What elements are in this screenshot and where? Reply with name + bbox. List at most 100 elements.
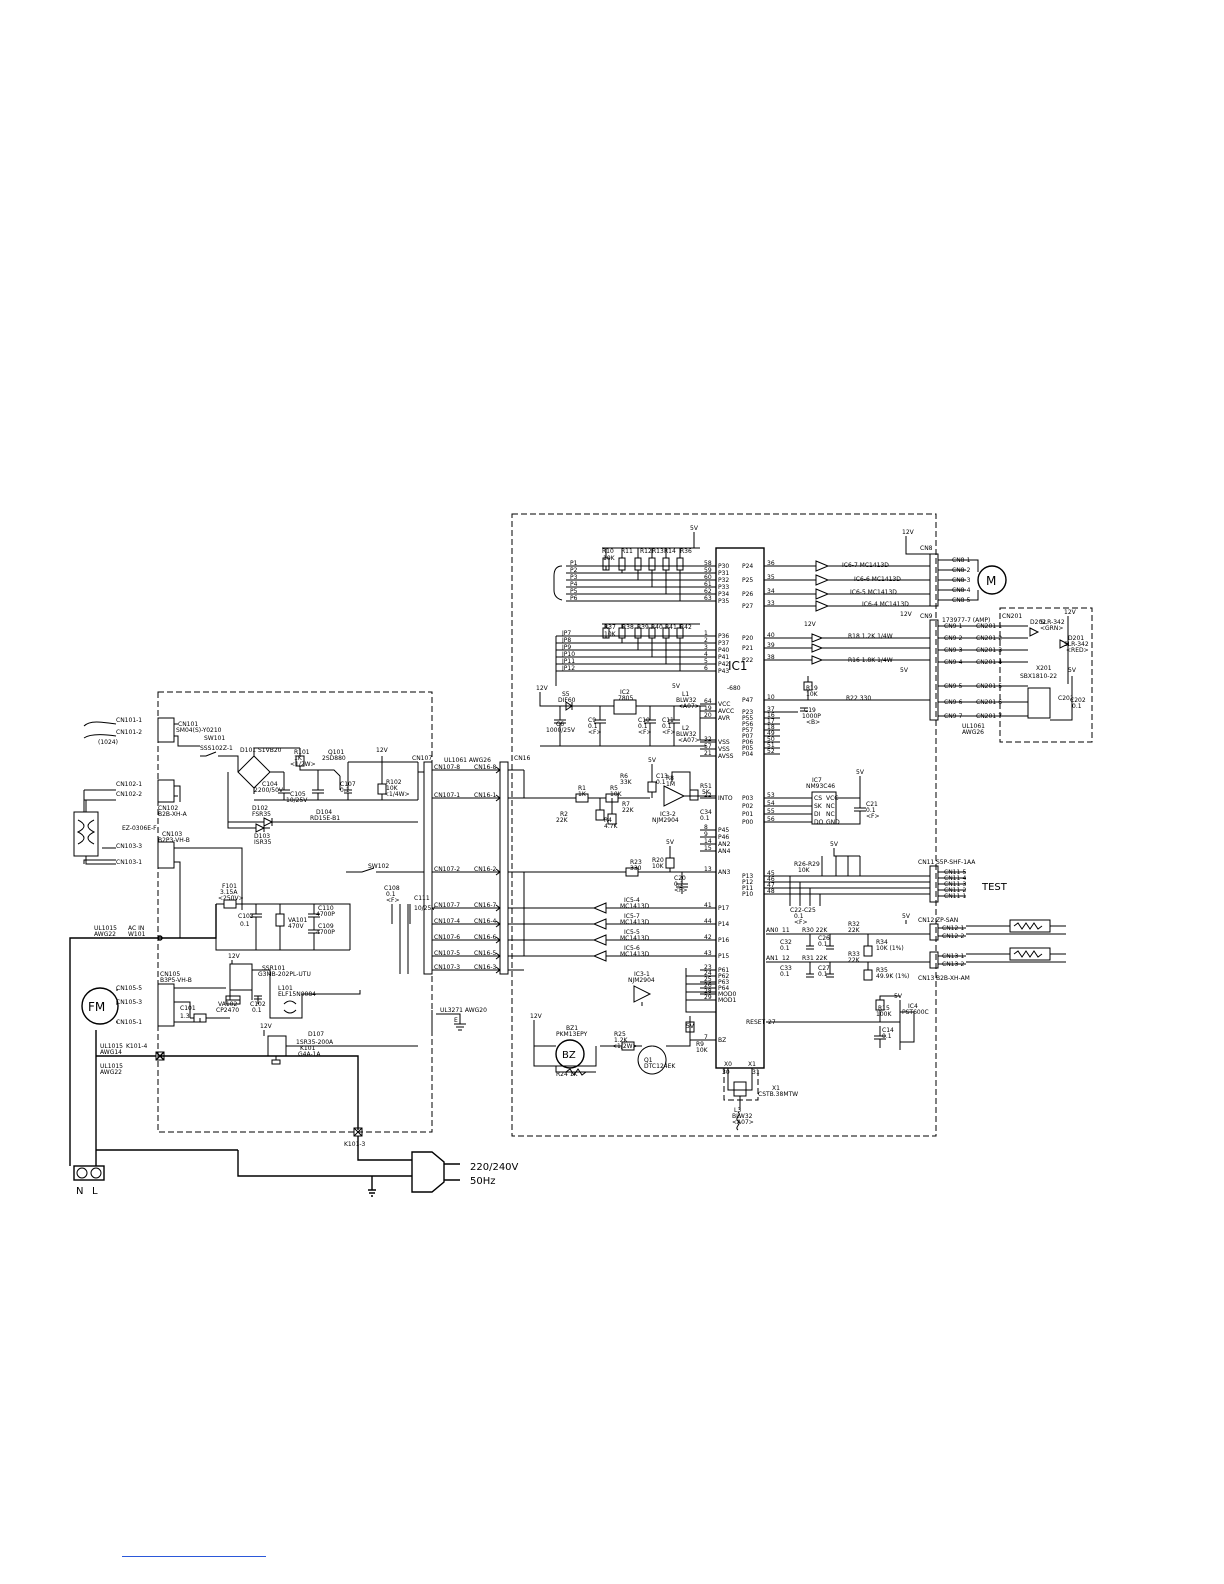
- cn101-body: [157, 717, 175, 743]
- x1-pin: X1: [748, 1061, 756, 1068]
- cn201-pin-label: CN201-4: [976, 659, 1002, 666]
- ic1-right-pin-number: 45: [767, 870, 775, 877]
- c111-value: 10/25V: [414, 905, 436, 912]
- d102-label: D102: [252, 805, 268, 812]
- r101-value: 1K: [294, 755, 303, 762]
- r35-value: 49.9K (1%): [876, 973, 909, 980]
- c201-label: C201: [1058, 695, 1074, 702]
- terminal-n: [76, 1167, 88, 1179]
- an1-num: 12: [782, 955, 790, 962]
- ic1-right-pin-name: P03: [742, 795, 753, 802]
- mains-wires: [96, 1136, 412, 1197]
- ic1-label: IC1: [728, 659, 748, 673]
- ic1-left-pin-name: P45: [718, 827, 729, 834]
- cn16-pin-label: CN16-8: [474, 764, 496, 771]
- va102-value: CP2470: [216, 1007, 239, 1014]
- u1024-label: (1024): [98, 739, 118, 746]
- transformer-symbol: [73, 785, 181, 865]
- connector-pin-label: CN12-1: [942, 925, 964, 932]
- r9-5v-label: 5V: [686, 1023, 695, 1030]
- ic1-right-pin-name: P20: [742, 635, 753, 642]
- connector-pin-label: CN12-2: [942, 933, 964, 940]
- q101-part: 2SD880: [322, 755, 346, 762]
- earth-wire: [431, 1010, 466, 1031]
- c9-label: C9: [588, 717, 596, 724]
- ic7-pin-right: GND: [826, 819, 840, 826]
- connector-pin-label: CN8-5: [952, 597, 971, 604]
- k101-coil: [267, 1035, 287, 1057]
- buzzer-label: BZ: [562, 1050, 576, 1061]
- l3-label: L3: [734, 1107, 741, 1114]
- bridge-rectifier: [237, 752, 284, 794]
- cn101-1-label: CN101-1: [116, 717, 142, 724]
- c105-value: 10/25V: [286, 797, 308, 804]
- ic1-right-pin-name: P01: [742, 811, 753, 818]
- supply-voltage-label: 220/240V: [470, 1162, 519, 1173]
- r20-value: 10K: [652, 863, 665, 870]
- ac-in-label: AC IN: [128, 925, 144, 932]
- r2-value: 22K: [556, 817, 569, 824]
- connector-pin-label: CN11-5: [944, 869, 966, 876]
- footer-rule: [122, 1556, 266, 1557]
- sw102-symbol: [346, 867, 424, 873]
- x1-num: 31: [752, 1069, 760, 1076]
- ic1-right-pin-name: P56: [742, 721, 753, 728]
- r23-value: 330: [630, 865, 642, 872]
- cn107-pin-label: CN107-6: [434, 934, 460, 941]
- display-wires: [1029, 616, 1073, 721]
- pwr-12v-label: 12V: [376, 747, 389, 754]
- cn107-pin-label: CN107-3: [434, 964, 460, 971]
- d102-symbol: [227, 772, 418, 833]
- cn11-label: CN11: [918, 859, 934, 866]
- ic1-left-pin-name: P62: [718, 973, 729, 980]
- r41-label: R41: [665, 624, 677, 631]
- cn12-label: CN12: [918, 917, 934, 924]
- r101-label: R101: [294, 749, 310, 756]
- zp-san-label: ZP-SAN: [936, 917, 958, 924]
- ssr101-label: SSR101: [262, 965, 285, 972]
- k101-4-line: [96, 1051, 359, 1130]
- ic7-pin-right: VCC: [826, 795, 838, 802]
- ic6-4-label: IC6-4 MC1413D: [862, 601, 909, 608]
- ic1-right-pin-number: 48: [767, 888, 775, 895]
- ic1-left-pin-number: 13: [704, 866, 712, 873]
- r2-label: R2: [560, 811, 568, 818]
- r24-label: R24 1K: [556, 1071, 579, 1078]
- ic1-right-pin-name: P25: [742, 577, 753, 584]
- ic7-pin-left: CS: [814, 795, 822, 802]
- c32-value: 0.1: [780, 945, 790, 952]
- buffer-symbol: [524, 902, 700, 914]
- cn201-label: CN201: [1002, 613, 1022, 620]
- c10-tag: <F>: [638, 729, 652, 736]
- c101-label: C101: [180, 1005, 196, 1012]
- cn102-part: B2B-XH-A: [158, 811, 188, 818]
- p20-5v-label: 5V: [900, 667, 909, 674]
- cn11-body: [929, 865, 939, 903]
- ic6-7-label: IC6-7 MC1413D: [842, 562, 889, 569]
- connector-pin-label: CN11-3: [944, 881, 966, 888]
- power-board-outline: [157, 691, 433, 1133]
- ic1-left-pin-number: 60: [704, 574, 712, 581]
- ic1-right-pin-name: P23: [742, 709, 753, 716]
- ic1-left-pin-number: 43: [704, 950, 712, 957]
- ic1-right-pin-number: 55: [767, 808, 775, 815]
- c101-value: 1.3: [180, 1013, 190, 1020]
- pullup-resistor: [662, 624, 670, 664]
- ic1-left-pin-name: P32: [718, 577, 729, 584]
- driver-symbol: [780, 560, 930, 572]
- ic7-pin-left: SK: [814, 803, 823, 810]
- f101-label: F101: [222, 883, 237, 890]
- ic1-left-pin-name: AVR: [718, 715, 730, 722]
- ic1-left-pin-number: 2: [704, 637, 708, 644]
- ic4-label: IC4: [908, 1003, 918, 1010]
- ul1015-c-label: UL1015: [100, 1063, 123, 1070]
- awg22-a-label: AWG22: [94, 931, 116, 938]
- fm-wires: [116, 987, 230, 1023]
- r10-label: R10: [602, 548, 614, 555]
- jp-label: P4: [570, 581, 578, 588]
- cn103-body: [157, 841, 175, 869]
- ic1-right-pin-number: 36: [767, 560, 775, 567]
- r25-label: R25: [614, 1031, 626, 1038]
